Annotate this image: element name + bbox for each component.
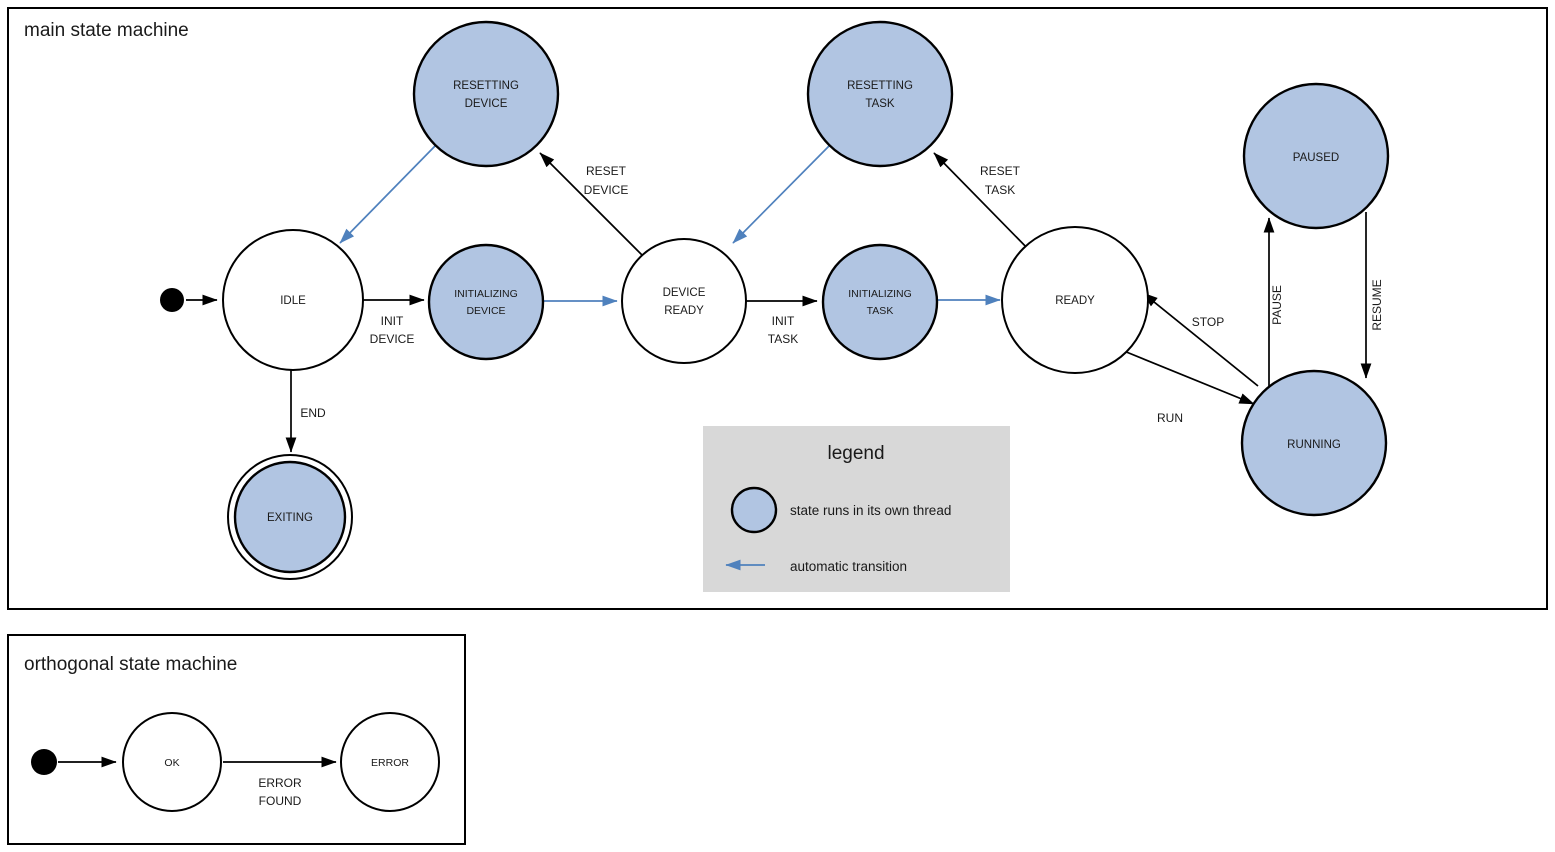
edge-resetting-device-idle — [339, 144, 437, 244]
edge-label-error-found-2: FOUND — [259, 794, 302, 808]
edge-label-init-task-2: TASK — [768, 332, 798, 346]
state-initializing-task[interactable] — [821, 243, 939, 361]
edge-label-run: RUN — [1157, 411, 1183, 425]
state-ready[interactable] — [1001, 226, 1149, 374]
legend-title: legend — [827, 443, 884, 464]
edge-label-stop: STOP — [1192, 315, 1224, 329]
edge-label-reset-device-2: DEVICE — [584, 183, 629, 197]
state-paused[interactable] — [1242, 82, 1390, 230]
edge-label-reset-task-2: TASK — [985, 183, 1015, 197]
initial-state-dot — [160, 288, 184, 312]
state-resetting-device[interactable] — [412, 20, 560, 168]
legend-thread-circle-icon — [730, 486, 778, 534]
edge-running-ready — [1142, 292, 1259, 387]
state-running-label: RUNNING — [1287, 439, 1341, 451]
state-exiting[interactable] — [233, 460, 347, 574]
edge-label-init-device-1: INIT — [381, 314, 404, 328]
state-running[interactable] — [1240, 369, 1388, 517]
edge-device-ready-resetting-device — [539, 152, 644, 257]
edge-label-init-task-1: INIT — [772, 314, 795, 328]
main-title: main state machine — [24, 20, 189, 41]
state-device-ready-label-2: READY — [664, 305, 704, 317]
state-device-ready[interactable] — [621, 238, 747, 364]
edge-label-init-device-2: DEVICE — [370, 332, 415, 346]
state-initializing-task-label-1: INITIALIZING — [848, 288, 912, 300]
state-idle-label: IDLE — [280, 295, 306, 307]
edge-label-end: END — [300, 406, 326, 420]
orthogonal-state-machine-frame — [7, 634, 466, 845]
orthogonal-initial-state-dot — [31, 749, 57, 775]
state-exiting-label: EXITING — [267, 512, 313, 524]
edge-label-resume: RESUME — [1370, 279, 1384, 330]
state-paused-label: PAUSED — [1293, 152, 1339, 164]
state-initializing-device-label-1: INITIALIZING — [454, 288, 518, 300]
main-state-machine-frame — [7, 7, 1548, 610]
state-initializing-device[interactable] — [427, 243, 545, 361]
edge-ready-running — [1118, 348, 1255, 405]
edge-ready-resetting-task — [933, 152, 1035, 256]
state-idle[interactable] — [222, 229, 364, 371]
edge-label-pause: PAUSE — [1270, 285, 1284, 325]
state-initializing-task-label-2: TASK — [867, 305, 894, 317]
state-resetting-device-label-1: RESETTING — [453, 80, 519, 92]
state-ok[interactable] — [122, 712, 222, 812]
legend-thread-text: state runs in its own thread — [790, 503, 951, 518]
state-resetting-task-label-1: RESETTING — [847, 80, 913, 92]
edge-resetting-task-device-ready — [732, 144, 831, 244]
state-ok-label: OK — [164, 757, 179, 769]
edge-label-reset-device-1: RESET — [586, 164, 627, 178]
state-resetting-device-label-2: DEVICE — [465, 98, 508, 110]
state-error[interactable] — [340, 712, 440, 812]
state-device-ready-label-1: DEVICE — [663, 287, 706, 299]
state-resetting-task[interactable] — [806, 20, 954, 168]
state-error-label: ERROR — [371, 757, 409, 769]
legend-auto-text: automatic transition — [790, 559, 907, 574]
state-resetting-task-label-2: TASK — [865, 98, 895, 110]
state-initializing-device-label-2: DEVICE — [466, 305, 505, 317]
state-ready-label: READY — [1055, 295, 1095, 307]
edge-label-error-found-1: ERROR — [258, 776, 302, 790]
edge-label-reset-task-1: RESET — [980, 164, 1021, 178]
orthogonal-title: orthogonal state machine — [24, 654, 237, 675]
